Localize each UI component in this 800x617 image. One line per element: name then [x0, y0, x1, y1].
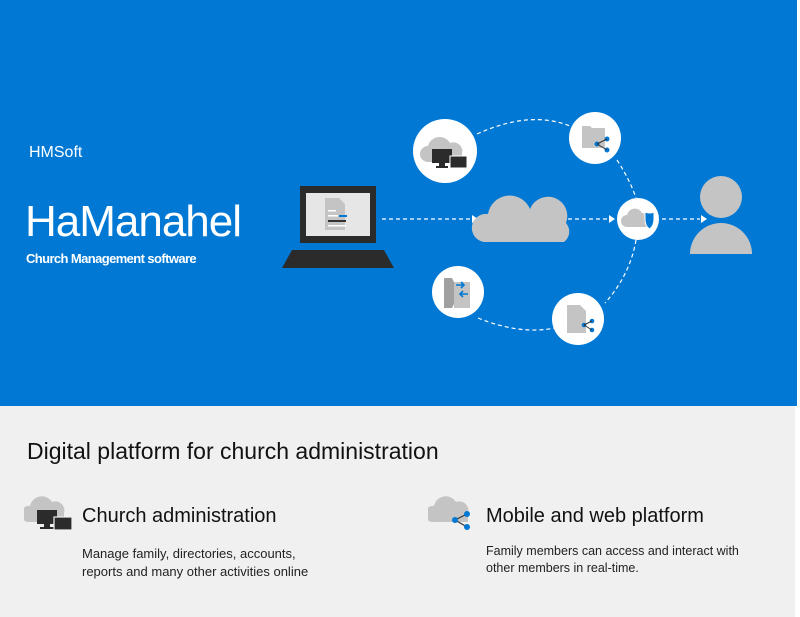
- cloud-devices-icon: [413, 119, 477, 183]
- arrowheads: [472, 215, 707, 223]
- cloud-share-icon: [428, 496, 470, 530]
- hero-banner: [0, 0, 797, 406]
- features-section: [0, 406, 795, 617]
- feature-description-mobile-web-platform: Family members can access and interact w…: [486, 543, 739, 577]
- feature-description-church-administration: Manage family, directories, accounts, re…: [82, 545, 308, 581]
- connector-lines: [382, 119, 700, 331]
- cloud-shield-icon: [617, 198, 659, 240]
- cloud-icon: [471, 195, 570, 242]
- file-transfer-icon: [432, 266, 484, 318]
- document-share-icon: [552, 293, 604, 345]
- product-title: HaManahel: [25, 197, 242, 246]
- description-line: reports and many other activities online: [82, 564, 309, 579]
- architecture-diagram: [282, 112, 752, 345]
- description-line: other members in real-time.: [486, 561, 639, 575]
- product-subtitle: Church Management software: [26, 251, 197, 266]
- user-icon: [690, 176, 752, 254]
- cloud-devices-icon: [24, 496, 73, 531]
- folder-share-icon: [569, 112, 621, 164]
- section-heading: Digital platform for church administrati…: [27, 438, 439, 464]
- feature-title-church-administration: Church administration: [82, 505, 277, 527]
- description-line: Family members can access and interact w…: [486, 544, 739, 558]
- description-line: Manage family, directories, accounts,: [82, 546, 296, 561]
- brand-name: HMSoft: [29, 144, 83, 161]
- laptop-document-icon: [282, 186, 394, 268]
- feature-title-mobile-web-platform: Mobile and web platform: [486, 505, 704, 527]
